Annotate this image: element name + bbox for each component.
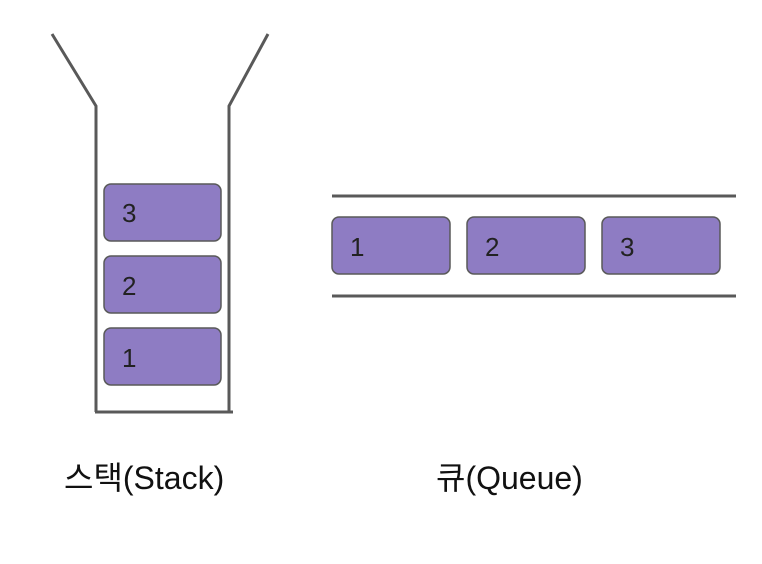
queue-item-label: 1 <box>350 232 364 262</box>
queue-item: 2 <box>466 216 586 275</box>
queue-caption: 큐(Queue) <box>436 460 583 496</box>
stack-left-wall <box>50 33 98 412</box>
stack-item: 2 <box>103 255 222 314</box>
stack-item-label: 1 <box>122 343 136 373</box>
stack-item: 1 <box>103 327 222 386</box>
queue-items: 1 2 3 <box>331 216 721 275</box>
queue-item: 1 <box>331 216 451 275</box>
stack-items: 3 2 1 <box>103 183 222 386</box>
stack-right-wall <box>227 33 270 412</box>
stack-item-label: 2 <box>122 271 136 301</box>
stack-item: 3 <box>103 183 222 242</box>
queue-item-label: 3 <box>620 232 634 262</box>
queue-item-label: 2 <box>485 232 499 262</box>
stack-caption: 스택(Stack) <box>64 460 225 496</box>
queue-item: 3 <box>601 216 721 275</box>
queue-container <box>332 194 736 298</box>
stack-container <box>50 33 270 414</box>
stack-item-label: 3 <box>122 198 136 228</box>
